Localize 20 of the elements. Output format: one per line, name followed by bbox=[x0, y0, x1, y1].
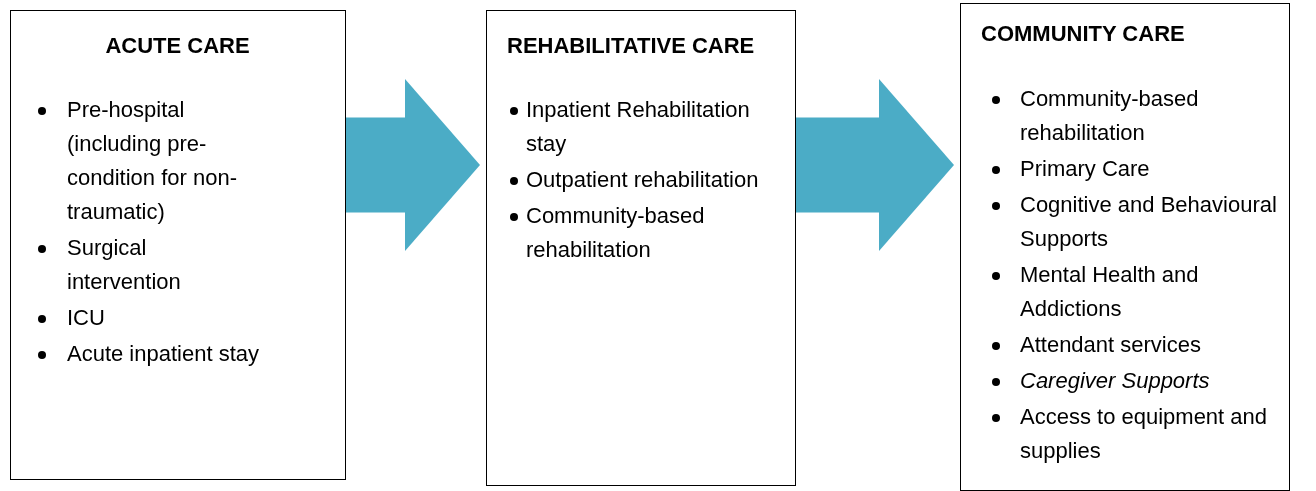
card-box bbox=[10, 10, 346, 480]
list-item: Cognitive and Behavioural Supports bbox=[1020, 192, 1277, 251]
list-item: ICU bbox=[67, 305, 105, 330]
heading: ACUTE CARE bbox=[104, 33, 251, 59]
list-item: Access to equipment and supplies bbox=[1020, 404, 1268, 463]
list-item: Caregiver Supports bbox=[1020, 368, 1210, 393]
list-item: Acute inpatient stay bbox=[67, 341, 259, 366]
list-item: Outpatient rehabilitation bbox=[526, 167, 759, 192]
list-item: Attendant services bbox=[1020, 332, 1201, 357]
list-item: Community-based rehabilitation bbox=[526, 203, 705, 262]
card-box bbox=[486, 10, 796, 486]
list-item: Mental Health and Addictions bbox=[1020, 262, 1199, 321]
list-item: Pre-hospital (including pre-condition for non-traumatic) bbox=[67, 97, 237, 224]
heading: COMMUNITY CARE bbox=[981, 21, 1185, 47]
list-item: Surgical intervention bbox=[67, 235, 181, 294]
card-box bbox=[960, 3, 1290, 491]
list-item: Inpatient Rehabilitation stay bbox=[526, 97, 750, 156]
heading: REHABILITATIVE CARE bbox=[507, 33, 755, 59]
list-item: Primary Care bbox=[1020, 156, 1150, 181]
list-item: Community-based rehabilitation bbox=[1020, 86, 1199, 145]
